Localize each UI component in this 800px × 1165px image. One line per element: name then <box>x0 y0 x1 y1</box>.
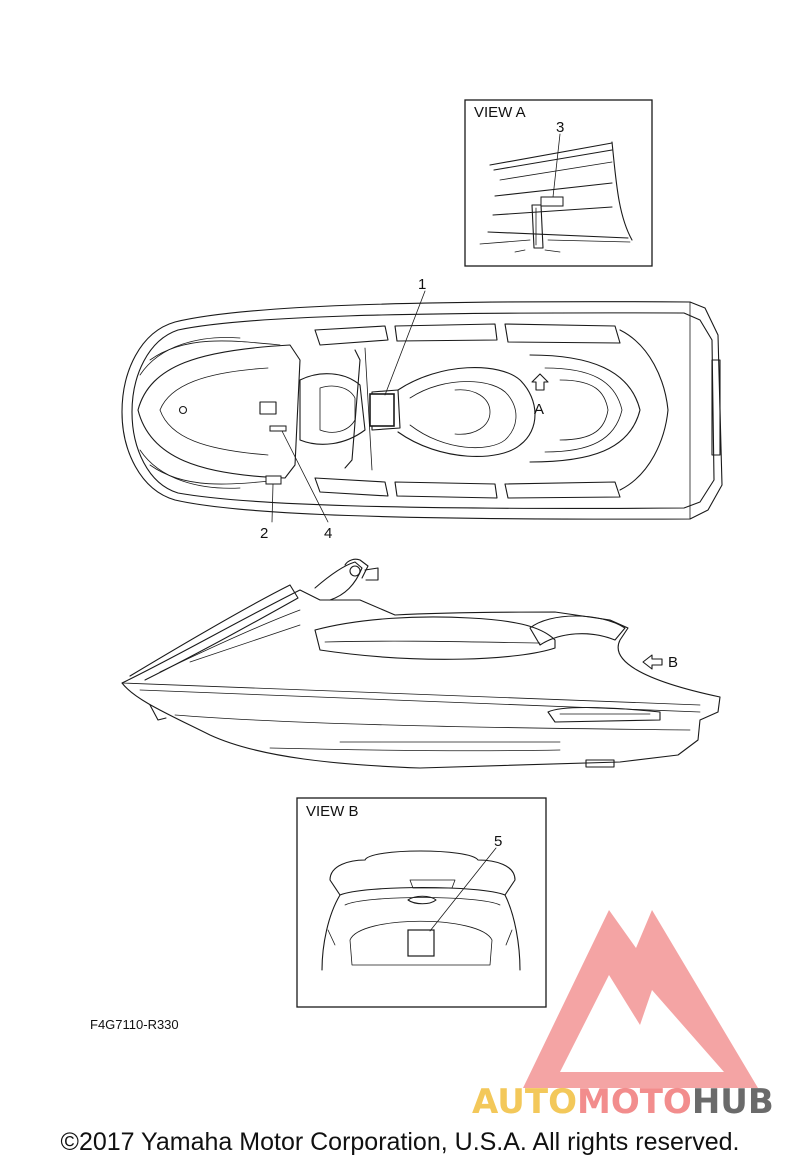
diagram-code: F4G7110-R330 <box>90 1017 179 1032</box>
view-b-stern-detail <box>321 850 521 971</box>
logo-triangle <box>523 910 758 1088</box>
wordmark-part3: HUB <box>692 1082 774 1122</box>
wordmark-part1: AUTO <box>472 1082 577 1122</box>
arrow-b-label: B <box>668 654 678 671</box>
leader-2 <box>271 483 274 523</box>
arrow-a-icon <box>531 373 549 391</box>
label-2-decal <box>265 475 282 485</box>
arrow-a-label: A <box>534 401 544 418</box>
label-5-decal <box>407 929 435 957</box>
callout-3: 3 <box>556 119 564 136</box>
leader-5 <box>429 847 497 932</box>
view-a-panel: VIEW A 3 <box>464 99 653 267</box>
callout-2: 2 <box>260 525 268 542</box>
view-a-title: VIEW A <box>474 104 526 121</box>
callout-4: 4 <box>324 525 332 542</box>
leader-1 <box>384 290 426 396</box>
leader-4 <box>281 430 329 523</box>
automotohub-wordmark: AUTOMOTOHUB <box>472 1082 774 1122</box>
arrow-b-icon <box>642 654 663 670</box>
label-3-decal <box>540 196 564 207</box>
wordmark-part2: MOTO <box>577 1082 692 1122</box>
copyright-notice: ©2017 Yamaha Motor Corporation, U.S.A. A… <box>60 1128 740 1156</box>
automotohub-logo <box>523 910 758 1088</box>
view-b-panel: VIEW B 5 <box>296 797 547 1008</box>
view-a-hull-detail <box>479 141 633 253</box>
leader-3 <box>552 133 561 198</box>
callout-5: 5 <box>494 833 502 850</box>
label-1-decal <box>369 393 395 427</box>
callout-1: 1 <box>418 276 426 293</box>
label-4-decal <box>269 425 287 432</box>
side-view-watercraft: B <box>121 558 721 769</box>
view-b-title: VIEW B <box>306 803 359 820</box>
top-view-watercraft: A <box>121 301 723 520</box>
